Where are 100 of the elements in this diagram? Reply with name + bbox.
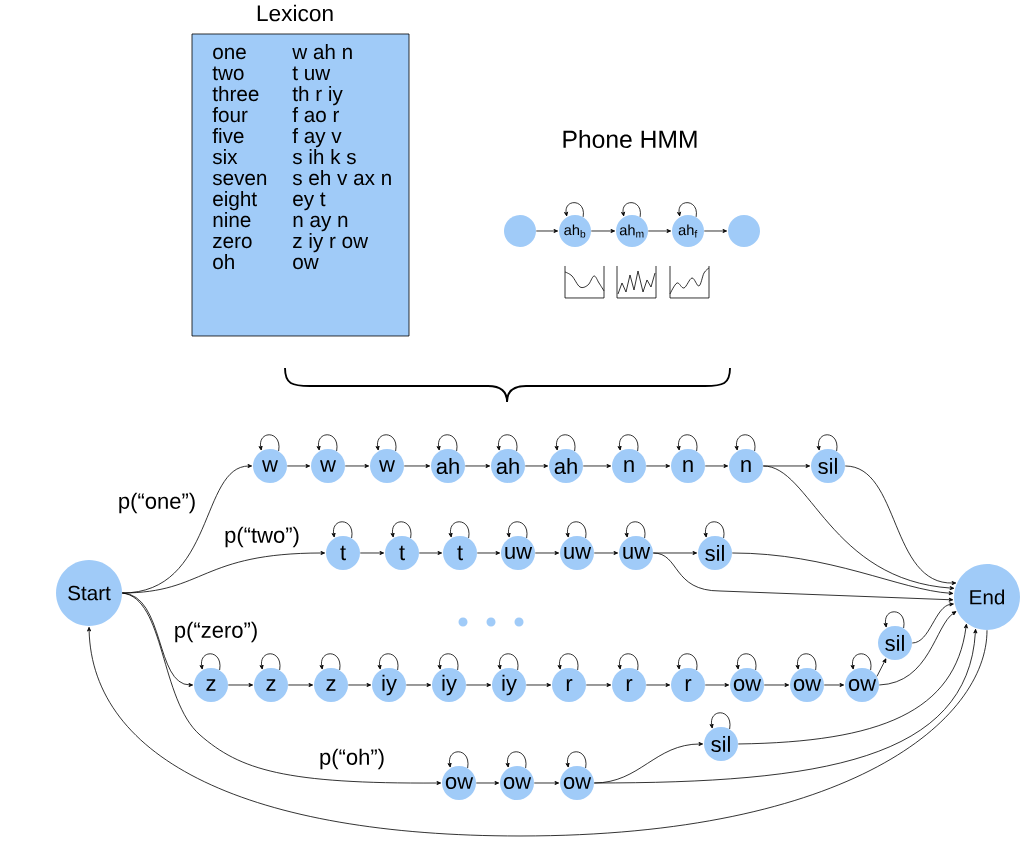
self-loop-arrow xyxy=(496,434,518,452)
state-circle xyxy=(504,215,536,247)
self-loop-arrow xyxy=(565,521,587,539)
arrow xyxy=(533,781,560,785)
self-loop-arrow xyxy=(390,521,412,539)
pronunciation-text: f ao r xyxy=(292,107,339,123)
pronunciation-text: z iy r ow xyxy=(293,233,369,253)
word-text: nine xyxy=(213,212,251,228)
self-loop-arrow xyxy=(259,653,281,671)
arrow xyxy=(287,683,314,687)
pronunciation-text: w ah n xyxy=(292,44,352,60)
self-loop-arrow xyxy=(624,521,646,539)
arrow xyxy=(524,464,549,468)
word-text: five xyxy=(212,128,244,144)
self-loop-arrow xyxy=(331,521,353,539)
arrow xyxy=(703,229,728,233)
word-text: seven xyxy=(212,173,267,186)
arrow xyxy=(476,551,501,555)
arrow xyxy=(418,551,443,555)
arrow xyxy=(590,229,616,233)
panel-title: Lexicon xyxy=(257,4,333,22)
self-loop-arrow xyxy=(557,653,579,671)
arrow xyxy=(763,683,790,687)
pronunciation-text: th r iy xyxy=(292,86,343,106)
pronunciation-text: s ih k s xyxy=(292,149,356,165)
self-loop-arrow xyxy=(676,434,698,452)
self-loop-arrow xyxy=(319,653,341,671)
self-loop-arrow xyxy=(554,434,576,452)
arrow xyxy=(704,683,730,687)
self-loop-arrow xyxy=(506,521,528,539)
edge-label: p(“one”) xyxy=(116,491,198,515)
arrow xyxy=(405,683,432,687)
arrow xyxy=(593,628,978,784)
self-loop-arrow xyxy=(703,521,725,539)
edge-label: p(“oh”) xyxy=(317,747,387,771)
arrow xyxy=(876,658,887,677)
arrow xyxy=(464,464,491,468)
arrow xyxy=(403,464,431,468)
arrow xyxy=(87,626,988,837)
arrow xyxy=(762,464,811,468)
word-text: six xyxy=(212,149,238,165)
self-loop-arrow xyxy=(448,521,470,539)
arrow xyxy=(762,465,955,591)
word-text: two xyxy=(212,66,244,81)
arrow xyxy=(347,683,372,687)
arrow xyxy=(823,683,845,687)
arrow xyxy=(344,464,370,468)
arrow xyxy=(645,464,671,468)
word-text: one xyxy=(213,47,246,60)
edge-label: p(“zero”) xyxy=(172,620,260,644)
self-loop-arrow xyxy=(850,653,872,671)
arrow xyxy=(465,683,492,687)
arrow xyxy=(535,229,559,233)
self-loop-arrow xyxy=(258,434,280,452)
self-loop-arrow xyxy=(617,653,639,671)
arrow xyxy=(647,229,672,233)
pronunciation-text: s eh v ax n xyxy=(292,170,391,186)
arrow xyxy=(121,592,442,785)
self-loop-arrow xyxy=(735,653,757,671)
word-text: zero xyxy=(213,236,252,249)
self-loop-arrow xyxy=(199,653,221,671)
self-loop-arrow xyxy=(734,434,756,452)
word-text: oh xyxy=(213,254,234,270)
arrow xyxy=(844,465,957,586)
arrow xyxy=(731,552,954,596)
arrow xyxy=(286,464,311,468)
arrow xyxy=(878,611,957,686)
arrow xyxy=(227,683,254,687)
self-loop-arrow xyxy=(436,434,458,452)
self-loop-arrow xyxy=(795,653,817,671)
self-loop-arrow xyxy=(505,751,527,769)
section-title: Phone HMM xyxy=(563,129,697,149)
word-text: eight xyxy=(213,191,257,211)
arrow xyxy=(475,781,500,785)
self-loop-arrow xyxy=(497,653,519,671)
word-text: three xyxy=(212,86,259,102)
self-loop-arrow xyxy=(564,202,584,218)
pronunciation-text: n ay n xyxy=(293,215,348,232)
self-loop-arrow xyxy=(437,653,459,671)
arrow xyxy=(704,464,729,468)
self-loop-arrow xyxy=(677,202,697,218)
self-loop-arrow xyxy=(617,434,639,452)
arrow xyxy=(121,551,326,594)
pronunciation-text: ow xyxy=(293,257,319,270)
arrow xyxy=(121,592,194,687)
self-loop-arrow xyxy=(375,434,397,452)
self-loop-arrow xyxy=(621,202,641,218)
pronunciation-text: ey t xyxy=(293,192,326,211)
arrow xyxy=(652,552,954,602)
self-loop-arrow xyxy=(883,611,905,629)
arrow xyxy=(359,551,385,555)
arrow xyxy=(534,551,560,555)
self-loop-arrow xyxy=(676,653,698,671)
word-text: four xyxy=(212,107,248,123)
self-loop-arrow xyxy=(377,653,399,671)
arrow xyxy=(645,683,671,687)
pronunciation-text: t uw xyxy=(292,66,331,81)
self-loop-arrow xyxy=(447,751,469,769)
pronunciation-text: f ay v xyxy=(292,128,342,148)
self-loop-arrow xyxy=(816,434,838,452)
